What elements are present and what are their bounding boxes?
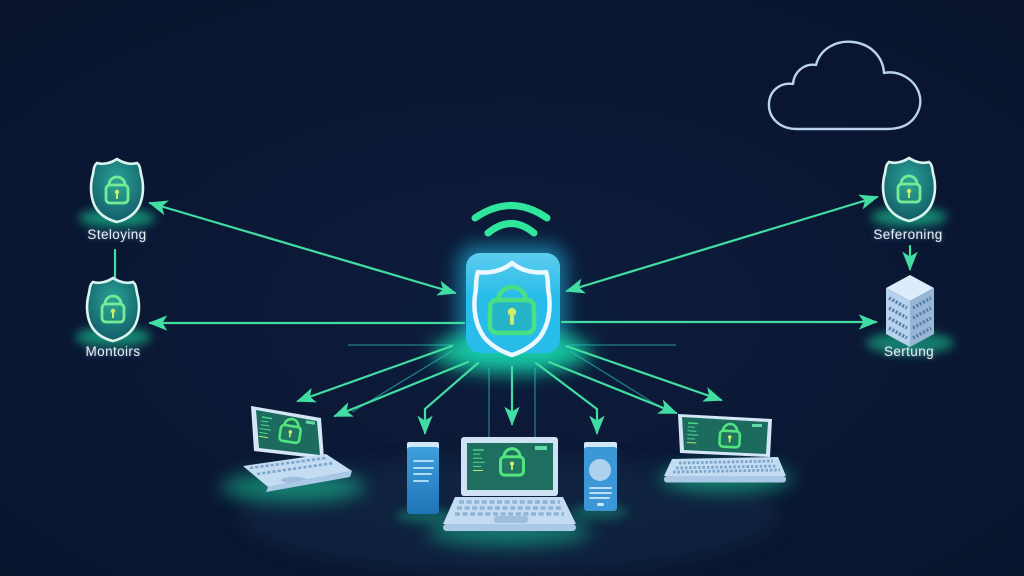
laptop-icon-bottom-right (664, 414, 786, 483)
arrow-to-tower-left (417, 361, 480, 435)
arrow-to-laptop-right-2 (564, 344, 723, 402)
top-left-shield-icon (89, 157, 145, 224)
server-icon (886, 275, 934, 347)
wifi-signal-icon (471, 202, 551, 237)
arrow-to-laptop-left-2 (333, 360, 470, 418)
bottom-left-shield-icon (85, 276, 141, 343)
laptop-icon-bottom-left (243, 406, 352, 492)
padlock-icon (487, 284, 537, 336)
cloud-icon (767, 40, 922, 131)
device-icon-right (584, 442, 617, 511)
arrow-center-topleft (148, 200, 457, 296)
node-label-bottom-left: Montoirs (85, 344, 141, 359)
arrow-to-laptop-right-1 (547, 360, 678, 415)
arrow-to-laptop-left-1 (296, 344, 454, 403)
arrow-to-tower-right (534, 361, 605, 435)
top-right-shield-icon (881, 156, 937, 223)
central-shield-icon (466, 253, 560, 358)
laptop-icon-center (443, 437, 576, 531)
shield-outline (472, 260, 552, 358)
node-label-right-server: Sertung (883, 344, 935, 359)
node-label-top-right: Seferoning (873, 227, 943, 242)
arrow-center-topright (565, 194, 879, 294)
tower-icon-left (407, 442, 439, 514)
node-label-top-left: Steloying (87, 227, 147, 242)
connection-arrows (113, 194, 918, 435)
